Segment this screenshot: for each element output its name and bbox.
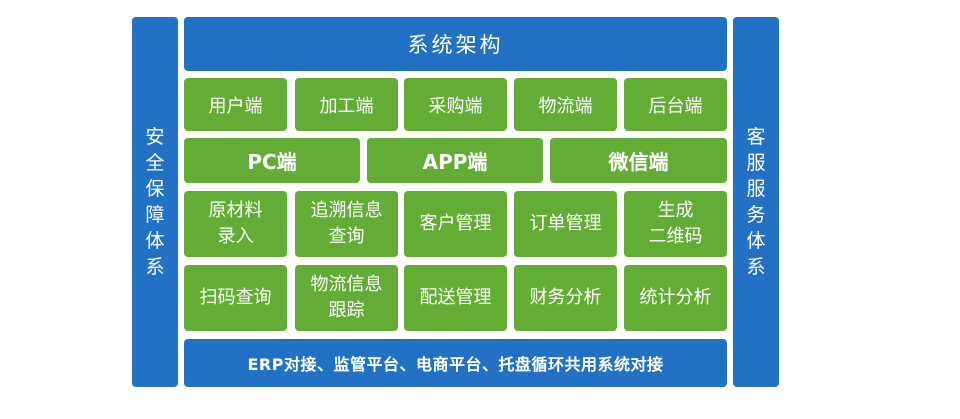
module-order-management: 订单管理 [514,191,617,257]
vertical-char: 全 [145,152,165,174]
vertical-char: 体 [145,230,165,252]
security-system-panel: 安全保障体系 [132,17,178,387]
client-user: 用户端 [184,78,287,131]
client-backend: 后台端 [624,78,727,131]
security-system-label: 安全保障体系 [145,124,164,280]
vertical-char: 服 [746,152,766,174]
vertical-char: 客 [746,126,766,148]
module-customer-management: 客户管理 [404,191,507,257]
integration-footer: ERP对接、监管平台、电商平台、托盘循环共用系统对接 [184,339,727,387]
module-delivery-management: 配送管理 [404,265,507,331]
customer-service-panel: 客服服务体系 [733,17,779,387]
vertical-char: 保 [145,178,165,200]
vertical-char: 服 [746,178,766,200]
module-trace-query: 追溯信息 查询 [295,191,398,257]
vertical-char: 安 [145,126,165,148]
vertical-char: 系 [145,256,165,278]
platform-pc: PC端 [184,138,360,183]
client-procurement: 采购端 [404,78,507,131]
vertical-char: 体 [746,230,766,252]
module-logistics-tracking: 物流信息 跟踪 [295,265,398,331]
client-logistics: 物流端 [514,78,617,131]
vertical-char: 系 [746,256,766,278]
module-generate-qrcode: 生成 二维码 [624,191,727,257]
client-processing: 加工端 [295,78,398,131]
vertical-char: 务 [746,204,766,226]
platform-app: APP端 [367,138,543,183]
vertical-char: 障 [145,204,165,226]
module-scan-query: 扫码查询 [184,265,287,331]
system-architecture-title: 系统架构 [184,17,727,71]
platform-wechat: 微信端 [550,138,727,183]
module-statistical-analysis: 统计分析 [624,265,727,331]
module-financial-analysis: 财务分析 [514,265,617,331]
module-raw-material-entry: 原材料 录入 [184,191,287,257]
customer-service-label: 客服服务体系 [746,124,765,280]
